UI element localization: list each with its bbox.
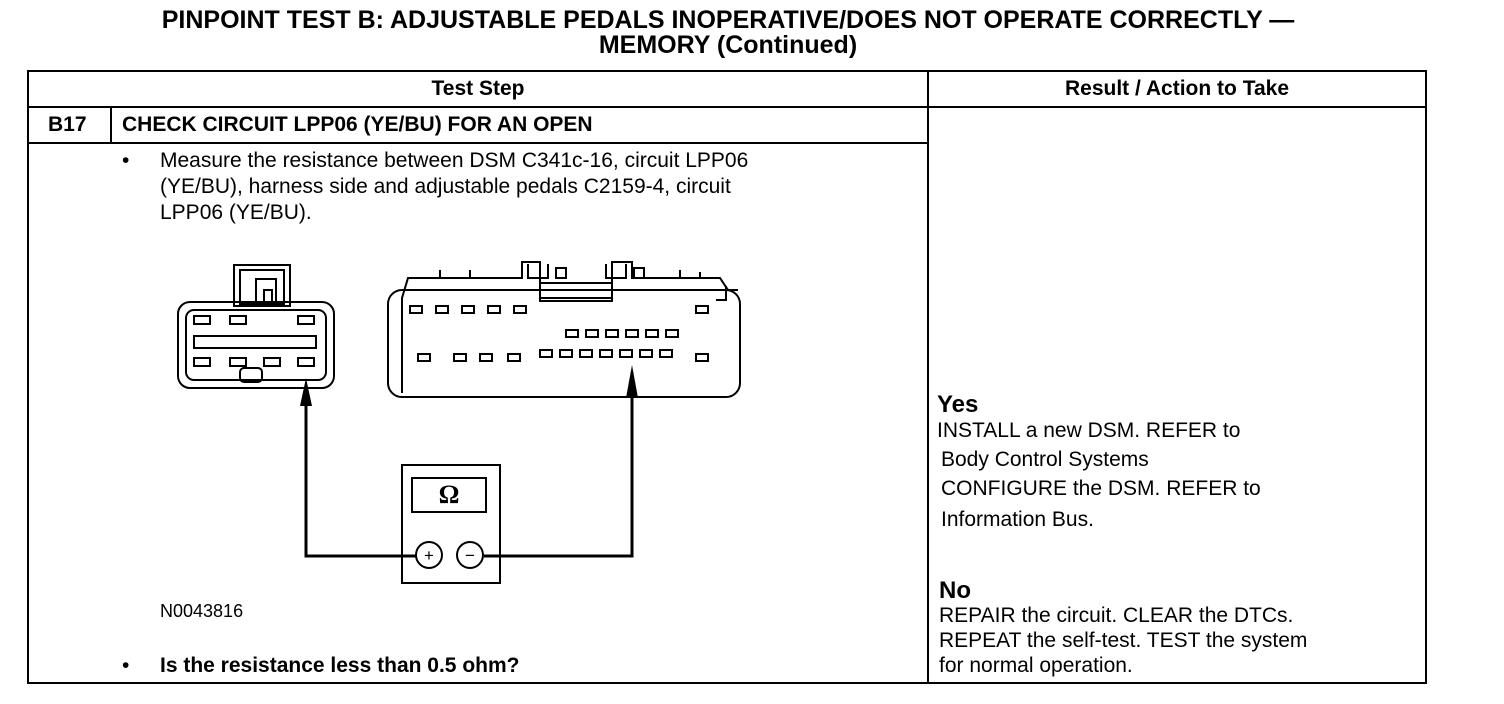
question-bullet: • <box>122 654 130 677</box>
result-no-label: No <box>939 577 971 604</box>
probe-arrow-dsm <box>626 365 638 398</box>
lead-wire-positive <box>304 388 416 558</box>
result-no-line-3: for normal operation. <box>939 654 1133 677</box>
instruction-line-3: LPP06 (YE/BU). <box>160 201 312 224</box>
step-title-divider <box>27 142 928 144</box>
figure-id: N0043816 <box>160 601 244 621</box>
instruction-line-2: (YE/BU), harness side and adjustable ped… <box>160 175 731 198</box>
plus-terminal: + <box>424 546 434 565</box>
question-text: Is the resistance less than 0.5 ohm? <box>160 654 520 677</box>
minus-terminal: − <box>465 546 475 565</box>
step-id-divider <box>110 106 112 143</box>
header-divider <box>27 106 1427 108</box>
ohm-symbol: Ω <box>439 480 460 509</box>
ohmmeter <box>401 464 501 584</box>
header-test-step: Test Step <box>431 77 525 100</box>
instruction-bullet: • <box>122 149 130 172</box>
dsm-connector-c341c <box>387 261 741 398</box>
page-title-line-1: PINPOINT TEST B: ADJUSTABLE PEDALS INOPE… <box>161 6 1295 34</box>
instruction-line-1: Measure the resistance between DSM C341c… <box>160 149 749 172</box>
lead-wire-negative <box>484 372 634 558</box>
column-divider <box>927 70 929 684</box>
step-id: B17 <box>48 113 87 136</box>
connector-resistance-diagram: Ω + − <box>177 261 741 584</box>
result-yes-label: Yes <box>937 391 979 418</box>
result-yes-line-3: CONFIGURE the DSM. REFER to <box>941 477 1261 500</box>
page-title-line-2: MEMORY (Continued) <box>598 31 858 59</box>
probe-arrow-pedal <box>300 378 312 406</box>
test-step-table <box>27 70 1427 684</box>
result-no-line-2: REPEAT the self-test. TEST the system <box>939 629 1308 652</box>
step-title: CHECK CIRCUIT LPP06 (YE/BU) FOR AN OPEN <box>122 113 593 136</box>
result-yes-line-2: Body Control Systems <box>941 448 1149 471</box>
header-result-action: Result / Action to Take <box>1064 77 1290 100</box>
pedal-connector-c2159 <box>177 264 335 389</box>
result-yes-line-4: Information Bus. <box>941 508 1094 531</box>
result-yes-line-1: INSTALL a new DSM. REFER to <box>937 419 1241 442</box>
result-no-line-1: REPAIR the circuit. CLEAR the DTCs. <box>939 604 1294 627</box>
